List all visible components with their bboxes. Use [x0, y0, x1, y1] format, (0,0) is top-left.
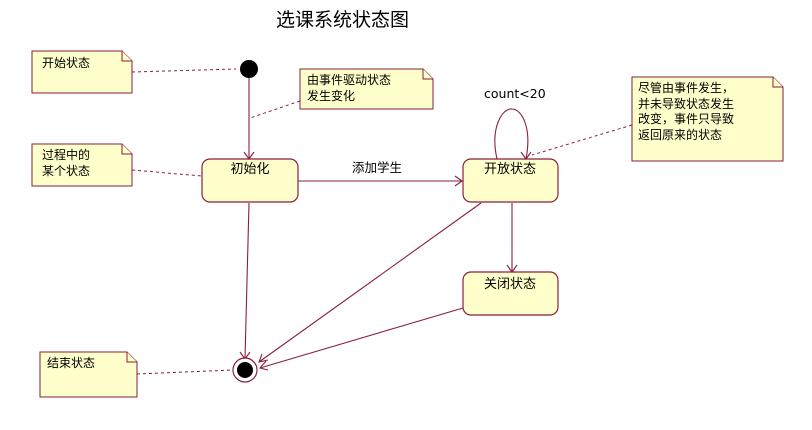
anchor-event — [249, 100, 301, 119]
note-end-line-1: 结束状态 — [47, 356, 95, 370]
state-closed: 关闭状态 — [462, 271, 559, 316]
state-initialized-label: 初始化 — [230, 162, 269, 177]
transition-init-to-end — [239, 202, 251, 360]
transition-closed-to-end — [259, 307, 464, 371]
note-event-line-1: 由事件驱动状态 — [307, 73, 391, 87]
note-event-driven: 由事件驱动状态 发生变化 — [299, 68, 434, 110]
anchor-start — [131, 68, 237, 73]
transition-start-to-init — [243, 78, 255, 160]
diagram-title: 选课系统状态图 — [276, 9, 409, 31]
note-unchanged-line-3: 改变，事件只导致 — [638, 111, 734, 126]
note-start-line-1: 开始状态 — [42, 56, 90, 70]
state-open: 开放状态 — [462, 158, 559, 203]
initial-pseudostate — [240, 60, 258, 78]
final-pseudostate — [232, 357, 258, 383]
state-open-label: 开放状态 — [484, 162, 536, 177]
note-state-unchanged: 尽管由事件发生， 并未导致状态发生 改变，事件只导致 返回原来的状态 — [631, 76, 784, 162]
note-unchanged-line-2: 并未导致状态发生 — [638, 96, 734, 111]
note-process-line-2: 某个状态 — [42, 164, 90, 178]
transition-open-to-end — [258, 202, 482, 363]
note-process-line-1: 过程中的 — [42, 147, 90, 162]
note-process-state: 过程中的 某个状态 — [31, 143, 133, 187]
note-start-state: 开始状态 — [31, 50, 133, 94]
transition-self-loop: count<20 — [484, 86, 546, 160]
anchor-process — [131, 169, 203, 177]
label-count-guard: count<20 — [484, 86, 546, 101]
transition-open-to-closed — [506, 203, 518, 273]
state-closed-label: 关闭状态 — [484, 277, 536, 292]
note-unchanged-line-1: 尽管由事件发生， — [638, 80, 734, 95]
anchor-end — [136, 369, 233, 375]
state-initialized: 初始化 — [201, 158, 299, 203]
transition-add-student: 添加学生 — [298, 160, 463, 187]
note-end-state: 结束状态 — [39, 351, 138, 398]
note-unchanged-line-4: 返回原来的状态 — [638, 127, 722, 142]
note-event-line-2: 发生变化 — [307, 88, 355, 103]
label-add-student: 添加学生 — [352, 160, 402, 175]
anchor-unchanged — [531, 124, 633, 156]
